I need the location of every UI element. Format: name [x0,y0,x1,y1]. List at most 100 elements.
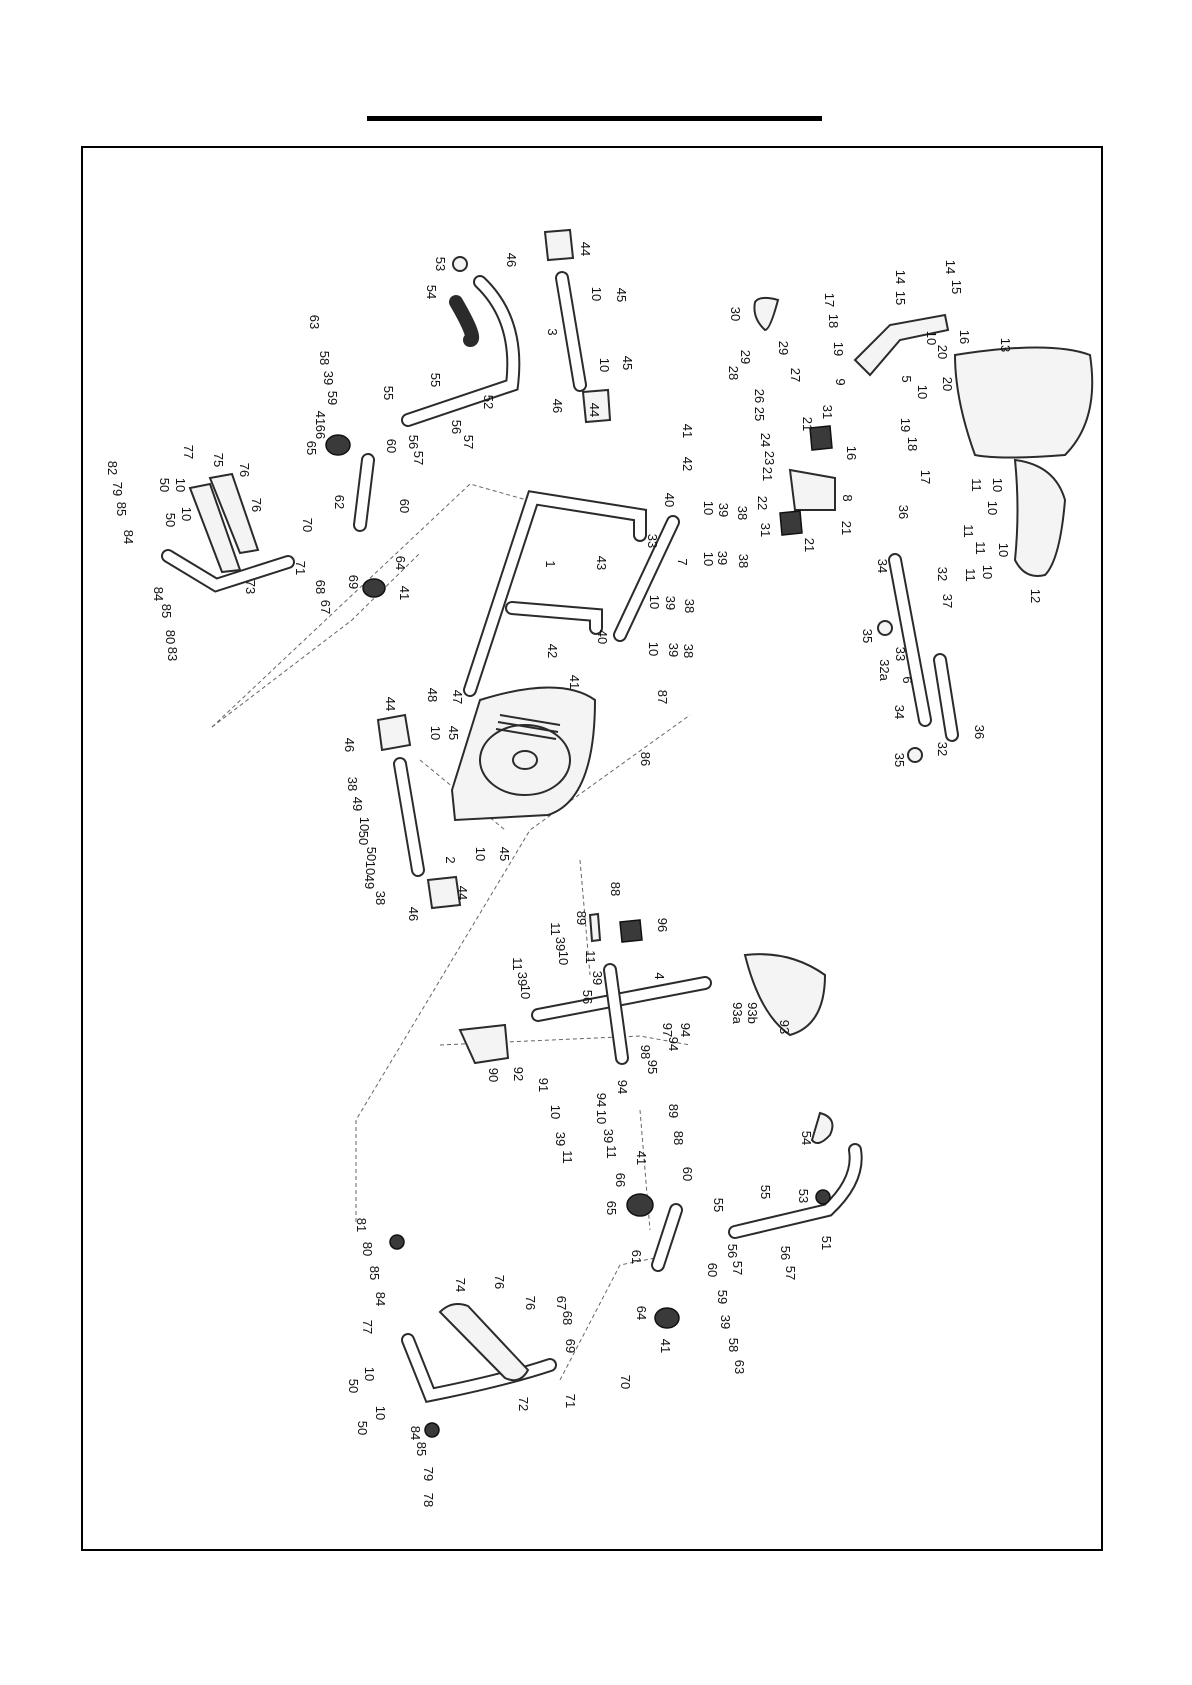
part-callout: 54 [424,285,439,299]
part-callout: 96 [655,918,670,932]
part-callout: 39 [715,551,730,565]
part-callout: 10 [428,726,443,740]
part-callout: 68 [560,1311,575,1325]
part-callout: 30 [728,307,743,321]
part-callout: 45 [446,726,461,740]
part-callout: 58 [726,1338,741,1352]
part-callout: 69 [563,1339,578,1353]
part-callout: 46 [550,399,565,413]
part-callout: 44 [383,697,398,711]
part-callout: 70 [300,518,315,532]
part-callout: 95 [645,1060,660,1074]
part-callout: 22 [755,496,770,510]
part-callout: 56 [580,990,595,1004]
part-callout: 9 [833,378,848,385]
part-callout: 10 [647,595,662,609]
part-callout: 60 [397,499,412,513]
part-callout: 85 [114,502,129,516]
part-callout: 94 [666,1037,681,1051]
part-callout: 33 [893,647,908,661]
part-callout: 10 [996,543,1011,557]
part-callout: 84 [121,530,136,544]
part-callout: 60 [705,1263,720,1277]
part-callout: 74 [453,1278,468,1292]
part-callout: 42 [545,644,560,658]
part-callout: 86 [638,752,653,766]
part-callout: 10 [179,507,194,521]
part-callout: 11 [973,541,988,555]
part-callout: 28 [726,366,741,380]
part-callout: 50 [355,1421,370,1435]
part-callout: 64 [634,1306,649,1320]
part-callout: 58 [317,351,332,365]
part-callout: 11 [548,922,563,936]
part-callout: 10 [701,552,716,566]
part-callout: 64 [393,556,408,570]
part-callout: 18 [905,437,920,451]
part-callout: 10 [373,1406,388,1420]
part-callout: 25 [752,407,767,421]
part-callout: 88 [671,1131,686,1145]
part-callout: 83 [165,647,180,661]
part-callout: 59 [325,391,340,405]
part-callout: 10 [594,1110,609,1124]
part-callout: 40 [662,493,677,507]
part-callout: 91 [536,1078,551,1092]
part-callout: 85 [414,1442,429,1456]
part-callout: 11 [961,524,976,538]
part-callout: 43 [594,556,609,570]
part-callout: 11 [510,957,525,971]
part-callout: 50 [157,478,172,492]
part-callout: 66 [313,425,328,439]
assembly-guide-lines [211,483,691,1381]
part-callout: 16 [957,330,972,344]
part-callout: 61 [629,1250,644,1264]
part-callout: 7 [675,558,690,565]
part-callout: 10 [990,478,1005,492]
part-callout: 73 [243,580,258,594]
part-callout: 57 [783,1266,798,1280]
part-callout: 39 [321,371,336,385]
part-callout: 3 [545,328,560,335]
part-callout: 10 [924,331,939,345]
part-callout: 39 [601,1129,616,1143]
part-callout: 88 [608,882,623,896]
part-callout: 10 [646,642,661,656]
part-callout: 85 [367,1266,382,1280]
pedal-arm-lower [389,1234,557,1438]
part-callout: 65 [304,441,319,455]
part-callout: 23 [762,451,777,465]
part-callout: 89 [666,1104,681,1118]
part-callout: 67 [554,1296,569,1310]
part-callout: 48 [425,688,440,702]
part-callout: 4 [652,972,667,979]
part-callout: 45 [620,356,635,370]
part-callout: 10 [473,847,488,861]
part-callout: 20 [935,345,950,359]
part-callout: 62 [332,495,347,509]
part-callout: 49 [350,797,365,811]
part-callout: 57 [411,451,426,465]
part-callout: 65 [604,1201,619,1215]
part-callout: 46 [504,253,519,267]
part-callout: 6 [900,676,915,683]
linkage-arm-upper [325,434,386,598]
part-callout: 76 [249,498,264,512]
part-callout: 67 [318,600,333,614]
part-callout: 38 [373,891,388,905]
part-callout: 32 [935,742,950,756]
part-callout: 10 [915,385,930,399]
part-callout: 39 [590,971,605,985]
part-callout: 41 [634,1151,649,1165]
part-callout: 21 [800,417,815,431]
part-callout: 94 [678,1023,693,1037]
part-callout: 89 [574,911,589,925]
part-callout: 10 [980,565,995,579]
part-callout: 38 [682,599,697,613]
part-callout: 53 [796,1189,811,1203]
part-callout: 93a [730,1002,745,1024]
part-callout: 76 [523,1296,538,1310]
part-callout: 63 [732,1360,747,1374]
part-callout: 68 [313,580,328,594]
part-callout: 46 [406,907,421,921]
